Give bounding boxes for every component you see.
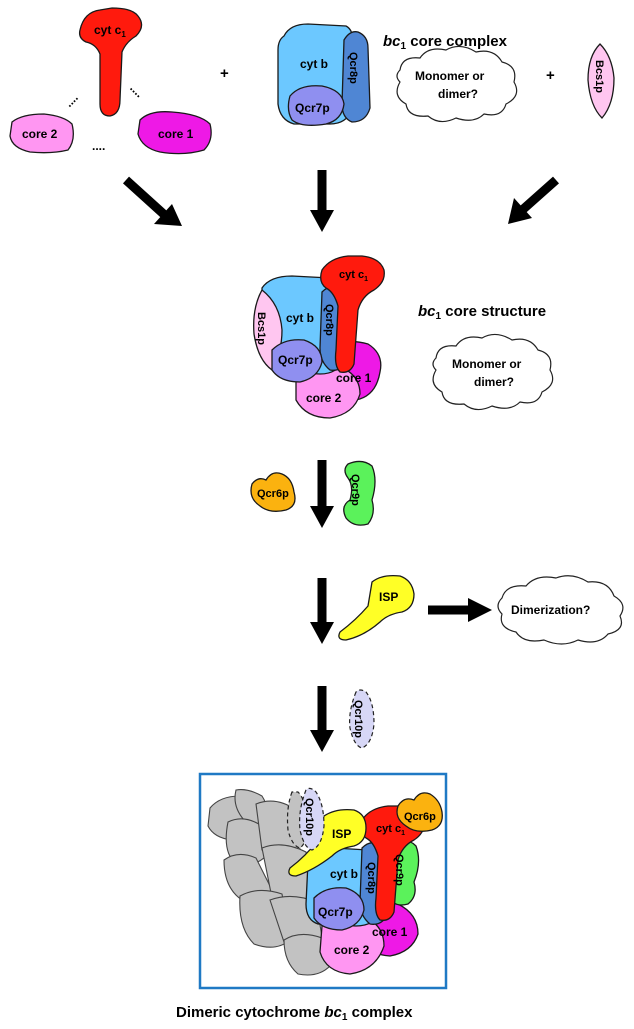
qcr7p-final-label: Qcr7p [318,905,353,919]
dimer-partner-grey [207,789,331,976]
qcr10p-shape [349,689,375,749]
isp-shape [338,574,415,641]
core1-subunit-top: core 1 [137,111,212,155]
cyt-c1-final-label: cyt c1 [376,823,405,837]
cyt-b-label-mid: cyt b [286,311,314,325]
bc1-core-structure: cyt c1 cyt b Qcr8p Bcs1p Qcr7p core 1 co… [253,255,385,419]
dots-right: .... [127,81,146,100]
isp-final-label: ISP [332,827,351,841]
qcr8p-final-label: Qcr8p [365,862,377,894]
bcs1p-label: Bcs1p [593,60,605,93]
qcr9p-shape [343,460,376,526]
dimerization-cloud-shape [497,575,624,645]
cyt-b-final-label: cyt b [330,867,358,881]
bcs1p-label-mid: Bcs1p [255,312,267,345]
core2-label-mid: core 2 [306,391,342,405]
monomer-cloud-top: Monomer or dimer? [396,45,518,123]
qcr7p-label-mid: Qcr7p [278,353,313,367]
dots-bottom: .... [92,139,105,153]
plus-sign-1: + [220,65,229,82]
cyt-c1-label-mid: cyt c1 [339,269,368,283]
core2-subunit-top: core 2 [9,113,74,154]
cyt-b-label: cyt b [300,57,328,71]
qcr10p-final-label: Qcr10p [303,798,315,836]
cyt-c1-subunit-top: cyt c1 [78,7,143,117]
arrow-left-diagonal [122,176,172,222]
qcr10p-subunit: Qcr10p [349,689,375,749]
core2-final-label: core 2 [334,943,370,957]
arrow-4-head [310,730,334,752]
bc1-core-complex: cyt b Qcr8p Qcr7p [277,23,371,126]
cyt-c1-shape [78,7,143,117]
qcr9p-final-label: Qcr9p [393,854,405,886]
core2-shape [9,113,74,154]
qcr10p-label: Qcr10p [352,700,364,738]
dimerization-label: Dimerization? [511,603,590,617]
core1-label: core 1 [158,127,194,141]
qcr6p-shape [250,472,296,512]
qcr7p-shape-mid [271,339,323,383]
qcr6p-label: Qcr6p [257,488,289,500]
core1-final-label: core 1 [372,925,408,939]
qcr9p-label: Qcr9p [349,474,361,506]
core-structure-title: bc1 core structure [418,303,546,322]
qcr10p-final [299,787,325,851]
cloud-mid-line1: Monomer or [452,357,522,371]
qcr7p-final [313,887,365,931]
dimerization-cloud: Dimerization? [497,575,624,645]
arrow-dimerization-head [468,598,492,622]
qcr8p-label: Qcr8p [347,52,359,84]
cloud-line2: dimer? [438,87,478,101]
final-bc1-monomer: Qcr10p ISP cyt c1 Qcr6p cyt b Qcr8p Qcr9… [288,787,443,975]
monomer-cloud-mid: Monomer or dimer? [432,333,554,411]
core2-label: core 2 [22,127,58,141]
qcr8p-shape [341,31,371,123]
qcr6p-subunit: Qcr6p [250,472,296,512]
isp-label: ISP [379,590,398,604]
bcs1p-subunit-top: Bcs1p [587,43,615,119]
dots-left: .... [62,91,81,110]
cyt-c1-label: cyt c1 [94,23,126,39]
plus-sign-2: + [546,67,555,84]
arrow-3-head [310,622,334,644]
grey-block-9 [283,933,331,976]
cyt-c1-shape-mid [320,255,385,373]
arrow-2-head [310,506,334,528]
core1-shape [137,111,212,155]
cloud-line1: Monomer or [415,69,485,83]
qcr8p-label-mid: Qcr8p [323,304,335,336]
qcr6p-final-label: Qcr6p [404,811,436,823]
qcr7p-label: Qcr7p [295,101,330,115]
qcr9p-subunit: Qcr9p [343,460,376,526]
figure-caption: Dimeric cytochrome bc1 complex [176,1004,413,1023]
arrow-center-head [310,210,334,232]
qcr7p-shape [287,85,345,126]
cloud-mid-line2: dimer? [474,375,514,389]
arrow-right-diagonal [517,176,559,216]
core-complex-title: bc1 core complex [383,33,508,52]
qcr6p-final [396,792,443,832]
core1-label-mid: core 1 [336,371,372,385]
cloud-shape [396,45,518,123]
isp-subunit: ISP [338,574,415,641]
arrow-left-head [154,204,182,226]
arrow-right-head [508,198,532,224]
cloud-shape-mid [432,333,554,411]
bcs1p-shape [587,43,615,119]
